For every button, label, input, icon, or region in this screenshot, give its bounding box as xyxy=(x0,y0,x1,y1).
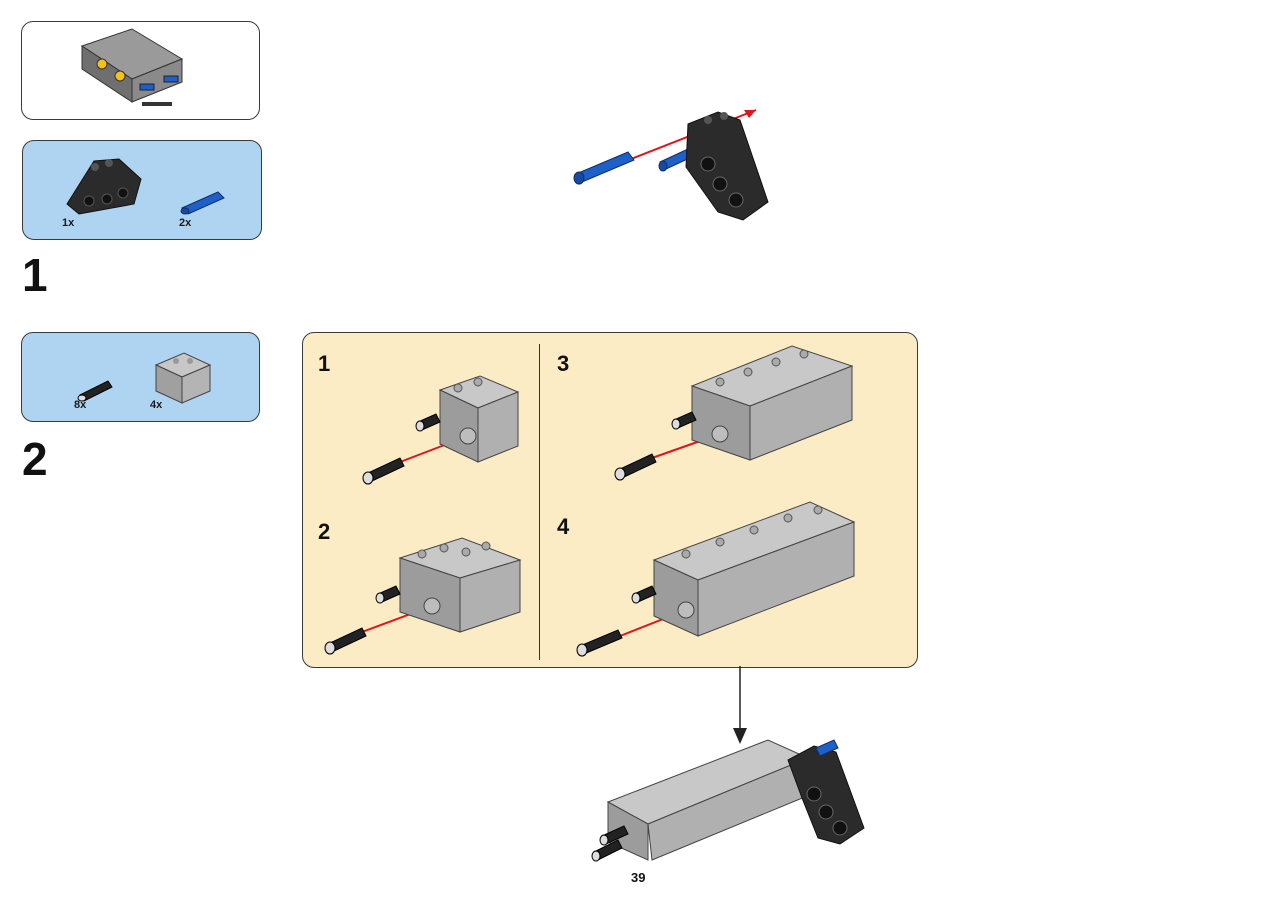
preview-box xyxy=(21,21,260,120)
down-arrow-icon xyxy=(733,666,747,744)
substep-number-4: 4 xyxy=(557,514,570,539)
step1-qty-connector: 1x xyxy=(62,217,75,229)
substep2-illustration xyxy=(324,537,522,655)
substep-number-1: 1 xyxy=(318,351,331,376)
step1-parts-callout: 1x 2x xyxy=(22,140,262,240)
step2-parts-callout: 8x 4x xyxy=(21,332,260,422)
step-number-2: 2 xyxy=(22,433,48,485)
step1-qty-pin: 2x xyxy=(179,217,192,229)
substep4-illustration xyxy=(576,501,856,657)
page-number: 39 xyxy=(631,870,646,885)
substep-number-2: 2 xyxy=(318,519,331,544)
step1-assembly-illustration xyxy=(573,109,769,221)
engine-preview-icon xyxy=(80,28,184,106)
substep-divider xyxy=(539,344,540,660)
blue-axle-pin-icon xyxy=(180,191,225,215)
substep-number-3: 3 xyxy=(557,351,570,376)
substep1-illustration xyxy=(362,375,520,485)
step-number-1: 1 xyxy=(22,249,48,301)
gray-cylinder-block-icon xyxy=(154,352,212,404)
step2-qty-pin: 8x xyxy=(74,399,87,411)
black-pin-icon xyxy=(77,380,113,402)
step2-result-illustration xyxy=(591,739,865,862)
step2-qty-block: 4x xyxy=(150,399,163,411)
substep3-illustration xyxy=(614,345,854,481)
black-connector-icon xyxy=(66,158,142,215)
